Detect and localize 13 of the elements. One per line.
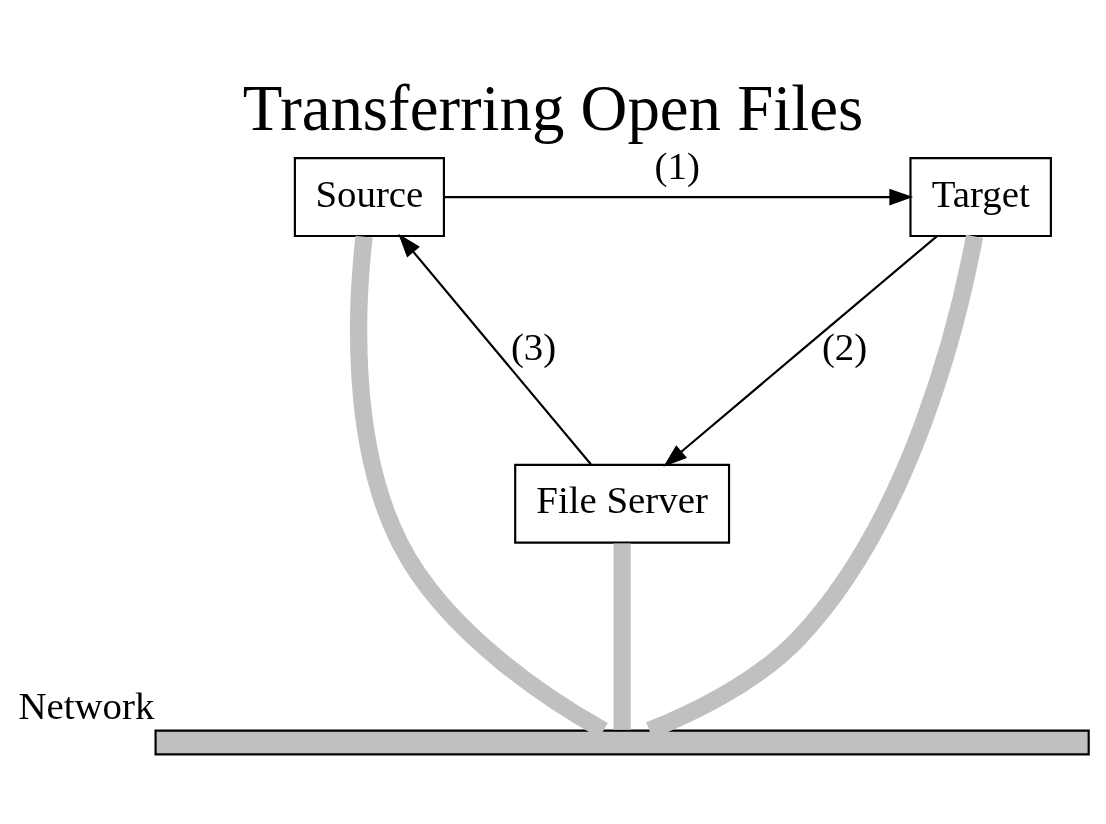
arrow: [444, 188, 914, 206]
edge-label: (1): [654, 143, 700, 187]
edge-label: (3): [510, 324, 557, 368]
edge-label: (2): [821, 324, 868, 368]
connector: [613, 543, 631, 730]
node-box: Source: [293, 157, 445, 238]
node-box: File Server: [514, 463, 731, 544]
diagram-title: Transferring Open Files: [242, 72, 864, 145]
arrow: [398, 233, 592, 465]
node-label: Network: [18, 683, 155, 727]
node-bar: [154, 729, 1090, 756]
node-box: Target: [909, 157, 1052, 238]
arrow: [663, 235, 938, 467]
